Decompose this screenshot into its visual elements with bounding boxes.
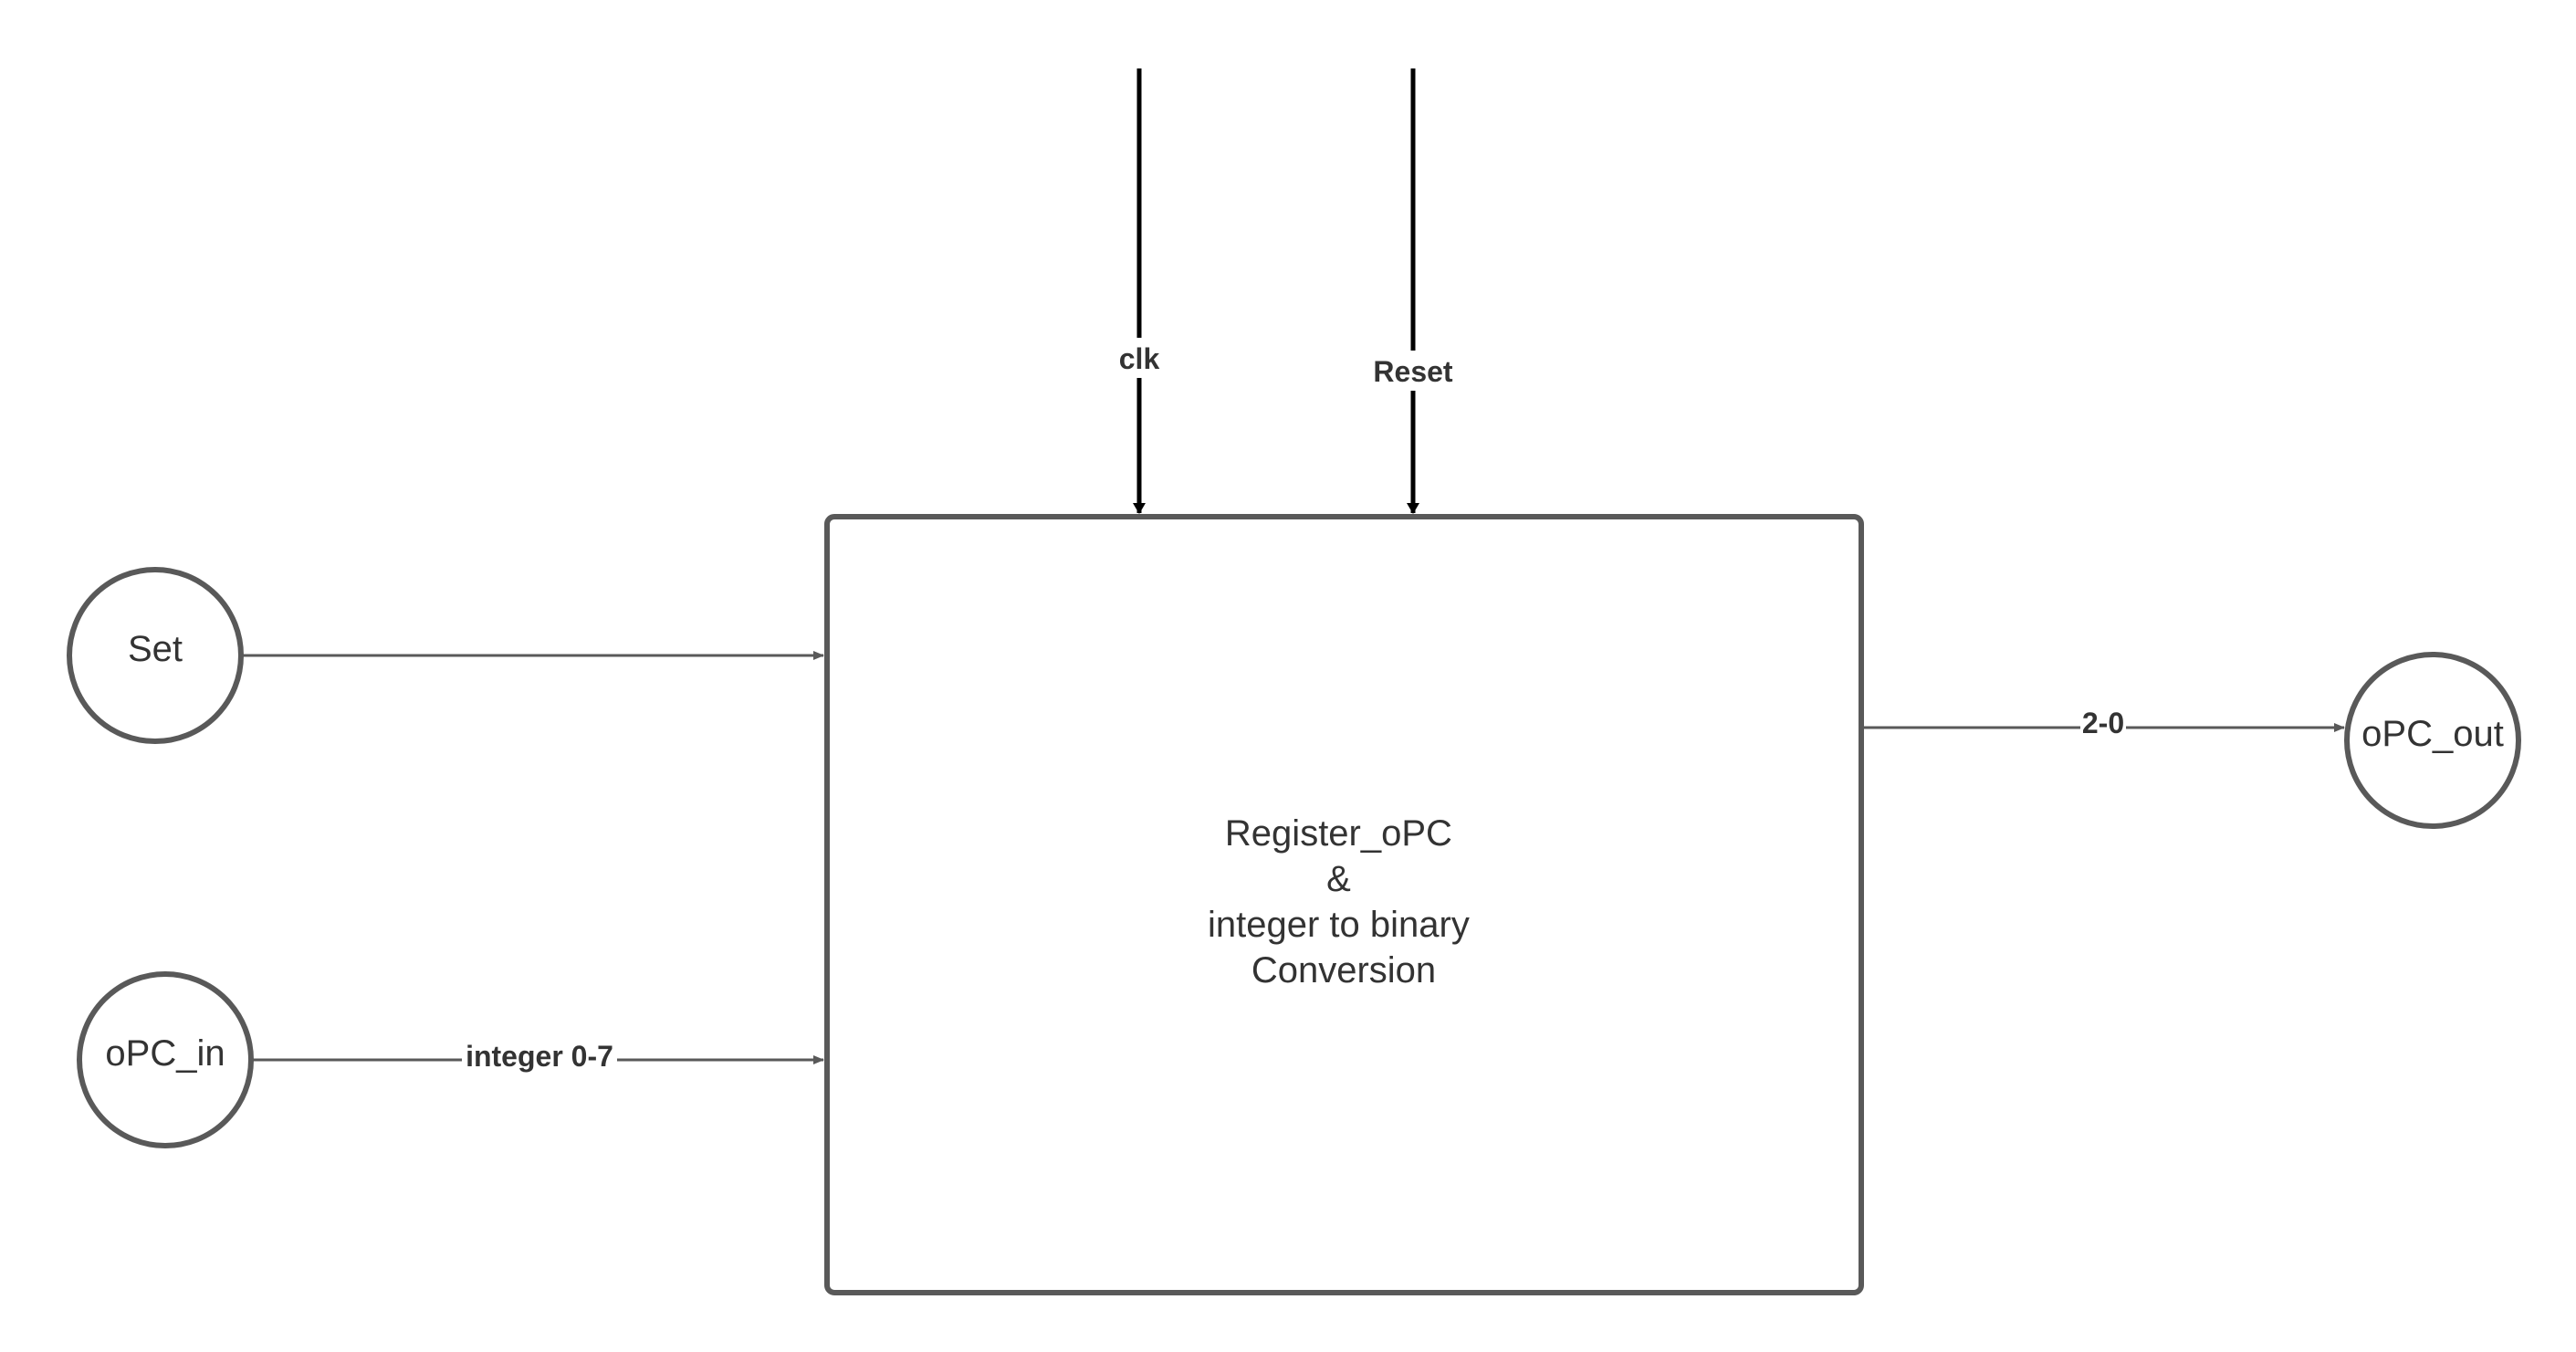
register-block-label: Register_oPC & integer to binary Convers… xyxy=(1208,813,1480,990)
opc-in-to-block-edge[interactable]: integer 0-7 xyxy=(251,1039,824,1079)
register-block-line-4: Conversion xyxy=(1251,950,1436,990)
register-block[interactable] xyxy=(824,514,1864,1295)
register-block-line-2: & xyxy=(1326,859,1351,899)
clk-label: clk xyxy=(1119,342,1160,375)
opc-in-node-label: oPC_in xyxy=(105,1033,225,1074)
opc-in-edge-label: integer 0-7 xyxy=(466,1040,613,1073)
set-node[interactable]: Set xyxy=(67,567,244,744)
opc-out-node-label: oPC_out xyxy=(2361,714,2504,754)
block-to-opc-out-edge[interactable]: 2-0 xyxy=(1864,707,2345,747)
opc-in-node[interactable]: oPC_in xyxy=(77,971,254,1148)
register-block-line-1: Register_oPC xyxy=(1225,813,1452,854)
reset-edge[interactable]: Reset xyxy=(1367,68,1459,514)
opc-out-node[interactable]: oPC_out xyxy=(2344,652,2521,829)
opc-out-edge-label: 2-0 xyxy=(2082,707,2124,739)
clk-edge[interactable]: clk xyxy=(1112,68,1167,514)
register-block-line-3: integer to binary xyxy=(1208,905,1470,945)
set-node-label: Set xyxy=(128,629,183,669)
reset-label: Reset xyxy=(1373,355,1453,388)
